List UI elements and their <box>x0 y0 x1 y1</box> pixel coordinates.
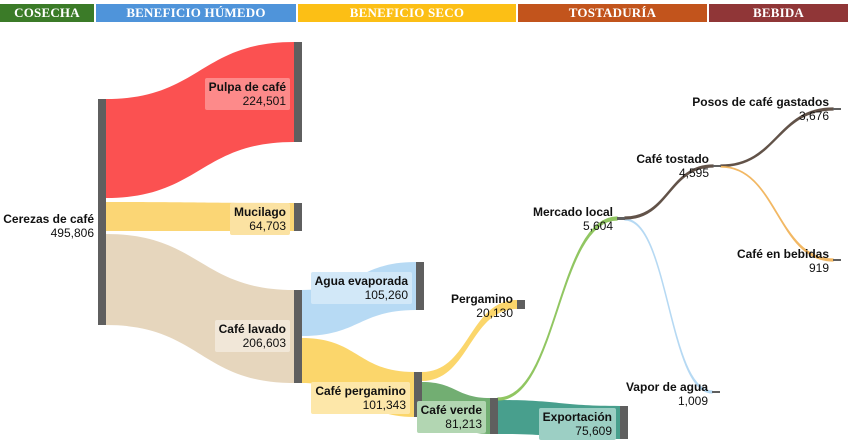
node-value: 224,501 <box>242 94 286 108</box>
node-name: Café en bebidas <box>736 247 829 261</box>
node-agua <box>416 262 424 310</box>
node-name: Pergamino <box>450 292 513 306</box>
node-value: 3,676 <box>798 109 829 123</box>
node-pergamino <box>517 300 525 309</box>
node-value: 4,595 <box>678 166 709 180</box>
node-tostado <box>713 165 721 167</box>
node-value: 919 <box>808 261 829 275</box>
node-name: Mercado local <box>532 205 613 219</box>
node-value: 75,609 <box>575 424 612 438</box>
node-posos <box>833 108 841 110</box>
node-value: 64,703 <box>249 219 286 233</box>
node-pergaminoCafe <box>414 372 422 417</box>
node-name: Café pergamino <box>315 384 406 398</box>
node-value: 81,213 <box>445 417 482 431</box>
link-cerezas-to-pulpa <box>106 42 294 198</box>
node-mercado <box>617 217 625 220</box>
node-name: Cerezas de café <box>3 212 94 226</box>
stage-header-bebida: BEBIDA <box>709 4 848 22</box>
stage-header-cosecha: COSECHA <box>0 4 94 22</box>
node-value: 495,806 <box>50 226 94 240</box>
node-value: 206,603 <box>242 336 286 350</box>
stage-header-tostaduria: TOSTADURÍA <box>518 4 707 22</box>
node-exportacion <box>620 406 628 439</box>
node-verde <box>490 398 498 434</box>
node-name: Posos de café gastados <box>692 95 829 109</box>
node-value: 1,009 <box>677 394 708 408</box>
node-name: Café tostado <box>636 152 709 166</box>
node-name: Café verde <box>420 403 482 417</box>
node-name: Mucilago <box>233 205 286 219</box>
node-pulpa <box>294 42 302 142</box>
node-lavado <box>294 290 302 383</box>
node-name: Café lavado <box>218 322 286 336</box>
node-bebidas <box>833 259 841 261</box>
node-value: 105,260 <box>364 288 408 302</box>
node-name: Vapor de agua <box>625 380 708 394</box>
node-name: Agua evaporada <box>314 274 408 288</box>
link-pergaminoCafe-to-pergamino <box>422 300 517 381</box>
node-value: 101,343 <box>362 398 406 412</box>
node-vapor <box>712 391 720 393</box>
stage-header-beneficio-seco: BENEFICIO SECO <box>298 4 516 22</box>
link-cerezas-to-lavado <box>106 234 294 383</box>
node-name: Pulpa de café <box>208 80 286 94</box>
stage-header-beneficio-humedo: BENEFICIO HÚMEDO <box>96 4 296 22</box>
node-cerezas <box>98 99 106 325</box>
node-name: Exportación <box>542 410 612 424</box>
node-value: 20,130 <box>476 306 513 320</box>
node-value: 5,604 <box>582 219 613 233</box>
node-mucilago <box>294 203 302 231</box>
link-mercado-to-vapor <box>624 218 713 394</box>
